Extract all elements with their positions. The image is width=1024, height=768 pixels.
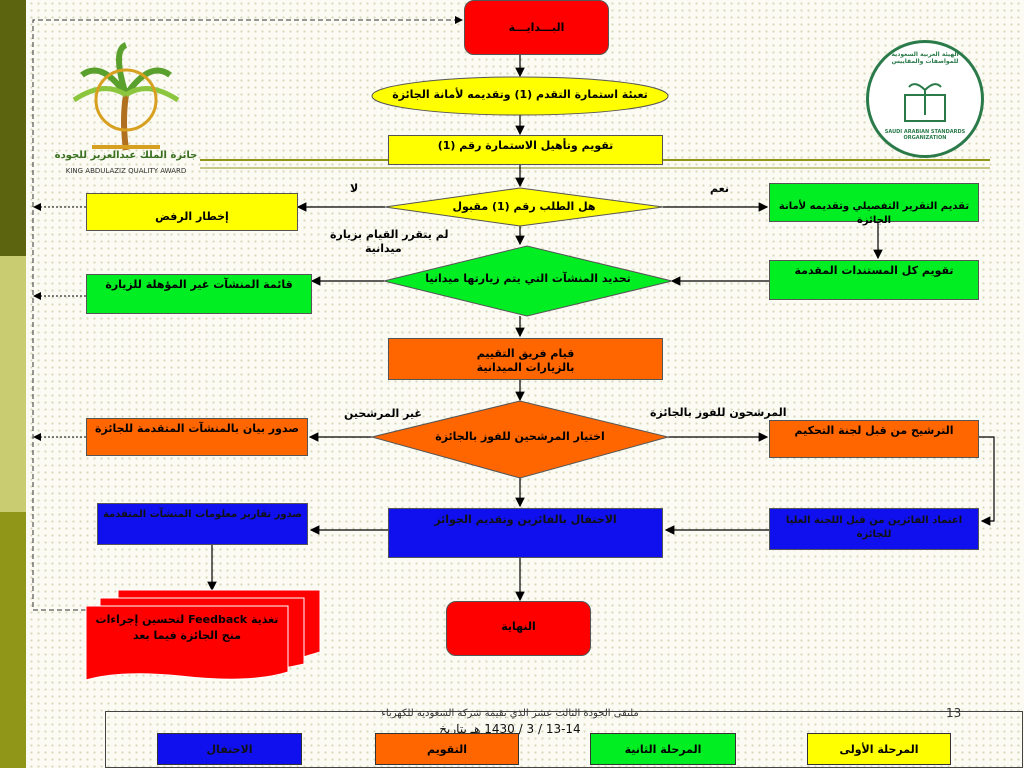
feedback-line1: تغذية Feedback لتحسين إجراءات <box>95 613 279 626</box>
no-visit-label-line2: ميدانية <box>365 242 402 255</box>
palm-tree-icon <box>72 42 180 151</box>
non-candidates-label: غير المرشحين <box>344 407 422 420</box>
jury-nomination-step: الترشيح من قبل لجنة التحكيم <box>769 420 979 458</box>
team-visits-line2: بالزيارات الميدانية <box>476 360 575 374</box>
feedback-line2: منح الجائزة فيما بعد <box>132 629 242 642</box>
no-visit-label-line1: لم يتقرر القيام بزيارة <box>330 228 449 241</box>
reject-notice-step: إخطار الرفض <box>86 193 298 231</box>
award-logo-title-en: KING ABDULAZIZ QUALITY AWARD <box>65 167 187 175</box>
legend-phase2: المرحلة الثانية <box>590 733 736 765</box>
team-visits-step: قيام فريق التقييم بالزيارات الميدانية <box>388 338 663 380</box>
award-logo-title-ar: جائزة الملك عبدالعزيز للجودة <box>54 150 198 161</box>
palm-seal-icon <box>904 83 946 122</box>
page-number: 13 <box>946 706 962 720</box>
accepted-question: هل الطلب رقم (1) مقبول <box>452 200 596 213</box>
evaluate-form-step: تقويم وتأهيل الاستمارة رقم (1) <box>388 135 663 165</box>
footer-event-line1: ملتقى الجودة الثالث عشر الذي بقيمة شركة … <box>381 708 639 719</box>
award-logo: جائزة الملك عبدالعزيز للجودة KING ABDULA… <box>52 40 200 180</box>
approval-winners-step: اعتماد الفائزين من قبل اللجنة العليا للج… <box>769 508 979 550</box>
standards-logo-ring-ar: الهيئة العربية السعودية للمواصفات والمقا… <box>891 51 959 65</box>
legend-evaluation: التقويم <box>375 733 519 765</box>
sidebar-segment-mid <box>0 512 26 768</box>
legend-celebration: الاحتفال <box>157 733 302 765</box>
select-candidates-step: اختيار المرشحين للفوز بالجائزة <box>435 430 605 443</box>
yes-label: نعم <box>710 182 729 195</box>
end-node: النهاية <box>446 601 591 656</box>
feedback-document: تغذية Feedback لتحسين إجراءات منح الجائز… <box>86 612 288 644</box>
sidebar-segment-light <box>0 256 26 512</box>
standards-logo-ring-en: SAUDI ARABIAN STANDARDS ORGANIZATION <box>884 129 966 141</box>
celebration-step: الاحتفال بالفائزين وتقديم الجوائز <box>388 508 663 558</box>
evaluate-docs-step: تقويم كل المستندات المقدمة <box>769 260 979 300</box>
standards-logo: الهيئة العربية السعودية للمواصفات والمقا… <box>866 40 984 158</box>
sidebar-segment-dark <box>0 0 26 256</box>
statement-applicants-step: صدور بيان بالمنشآت المتقدمة للجائزة <box>86 418 308 456</box>
team-visits-line1: قيام فريق التقييم <box>476 346 575 360</box>
no-label: لا <box>350 182 359 195</box>
form-fill-step: تعبئة استمارة التقدم (1) وتقديمه لأمانة … <box>392 88 648 101</box>
candidates-label: المرشحون للفوز بالجائزة <box>650 406 787 419</box>
start-node: البـــدايـــة <box>464 0 609 55</box>
detailed-report-step: تقديم التقرير التفصيلي وتقديمه لأمانة ال… <box>769 183 979 226</box>
footer-event-line2: 13-14 / 3 / 1430 هـ بتاريخ <box>439 722 581 736</box>
unqualified-list-step: قائمة المنشآت غير المؤهلة للزيارة <box>86 274 312 314</box>
select-visits-step: تحديد المنشآت التي يتم زيارتها ميدانيا <box>425 272 631 285</box>
sidebar-stripe <box>0 0 26 768</box>
info-reports-step: صدور تقارير معلومات المنشآت المتقدمة <box>97 503 308 545</box>
legend-phase1: المرحلة الأولى <box>807 733 951 765</box>
